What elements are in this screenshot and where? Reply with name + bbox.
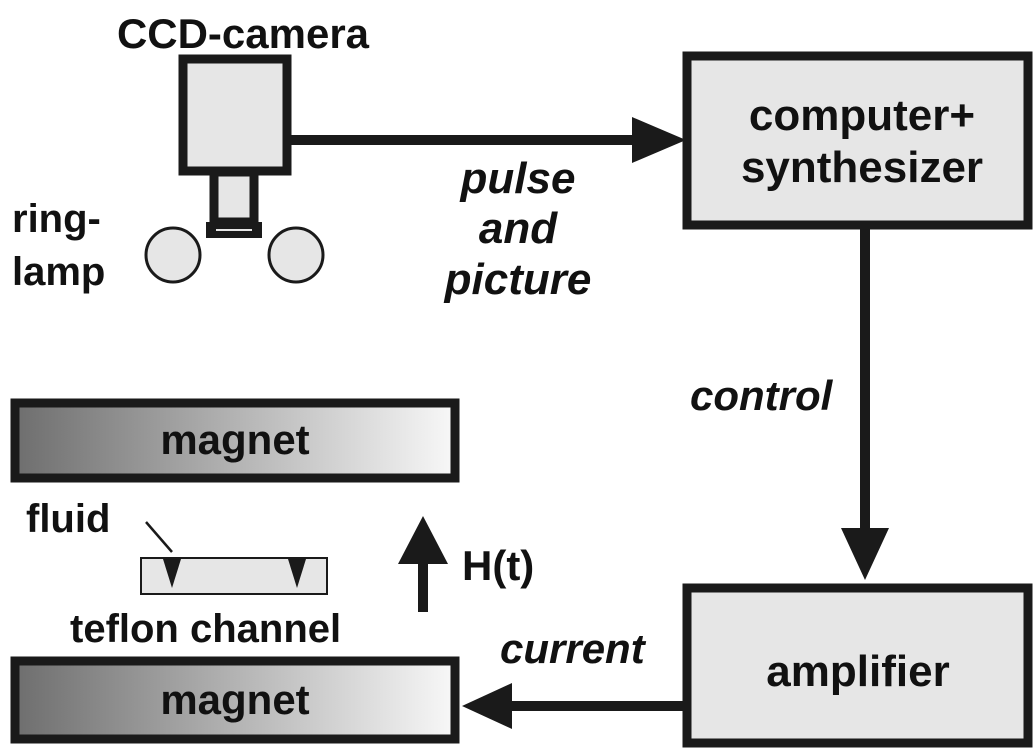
- amplifier-box: [682, 583, 1033, 748]
- fluid-marker-right: [288, 559, 306, 588]
- fluid-pointer-line: [145, 521, 173, 553]
- fluid-marker-left: [163, 559, 181, 588]
- magnet-bottom: [10, 656, 460, 744]
- amplifier-label: amplifier: [766, 647, 949, 696]
- ring-lamp-left: [144, 226, 202, 284]
- pulse-arrow-head: [632, 117, 686, 163]
- computer-label-2: synthesizer: [741, 143, 983, 192]
- computer-box: [682, 51, 1033, 230]
- camera-label: CCD-camera: [117, 10, 370, 57]
- ring-lamp-label-1: ring-: [12, 197, 101, 241]
- magnet-top: [10, 398, 460, 483]
- pulse-label-3: picture: [444, 255, 592, 304]
- teflon-channel-label: teflon channel: [70, 607, 341, 651]
- control-label: control: [690, 372, 834, 419]
- computer-label-1: computer+: [749, 91, 975, 140]
- control-arrow-head: [841, 528, 889, 580]
- current-label: current: [500, 625, 647, 672]
- camera-lens: [209, 167, 259, 227]
- camera-body: [178, 54, 292, 176]
- fluid-label: fluid: [26, 497, 110, 541]
- pulse-label-1: pulse: [460, 154, 576, 203]
- field-label: H(t): [462, 542, 534, 589]
- magnet-top-label: magnet: [160, 416, 309, 463]
- ring-lamp-right: [267, 226, 325, 284]
- ring-lamp-label-2: lamp: [12, 250, 105, 294]
- current-arrow-head: [462, 683, 512, 729]
- magnet-bottom-label: magnet: [160, 676, 309, 723]
- field-arrow-head: [398, 516, 448, 564]
- pulse-label-2: and: [479, 204, 558, 253]
